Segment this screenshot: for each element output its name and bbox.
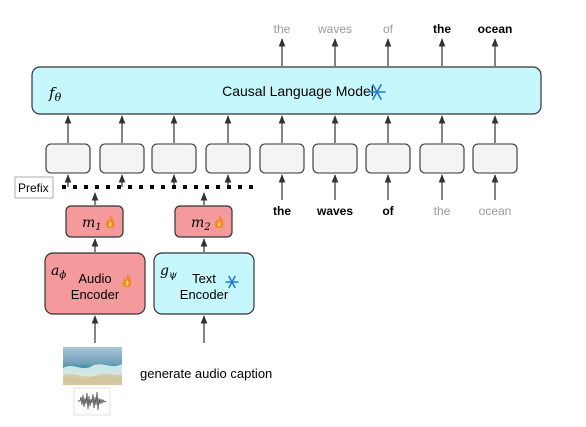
waveform-icon xyxy=(73,387,111,416)
output-arrows xyxy=(278,38,499,66)
token-box xyxy=(259,143,305,174)
output-word: ocean xyxy=(478,22,513,36)
ocean-picture xyxy=(63,347,122,385)
output-word: the xyxy=(433,22,451,36)
audio-encoder-line2: Encoder xyxy=(71,287,120,302)
causal-language-model: fθ Causal Language Model xyxy=(31,66,542,115)
mapper-m2-symbol: m2 xyxy=(191,215,211,233)
lm-box xyxy=(31,66,542,115)
output-words: the waves of the ocean xyxy=(274,22,513,36)
lm-label: Causal Language Model xyxy=(222,83,374,99)
token-box xyxy=(45,143,91,174)
prefix-box xyxy=(14,176,54,199)
mapper-m1: m1 xyxy=(65,205,124,238)
flame-icon xyxy=(214,215,224,229)
mapper-m1-symbol: m1 xyxy=(82,215,102,233)
input-word: the xyxy=(434,204,451,218)
lm-input-arrows xyxy=(64,115,499,143)
output-word: the xyxy=(274,22,291,36)
flame-icon xyxy=(105,215,115,229)
snowflake-icon xyxy=(225,275,239,289)
input-word: the xyxy=(273,204,291,218)
token-box xyxy=(151,143,197,174)
token-box xyxy=(312,143,358,174)
snowflake-icon xyxy=(368,84,386,100)
audio-encoder-symbol: aϕ xyxy=(51,263,66,281)
input-word: ocean xyxy=(479,204,512,218)
text-encoder-symbol: gψ xyxy=(160,263,177,281)
audio-encoder-line1: Audio xyxy=(78,271,111,286)
prefix-section: Prefix xyxy=(14,176,258,199)
text-encoder-box xyxy=(153,252,255,315)
audio-encoder-box xyxy=(44,252,146,315)
output-word: waves xyxy=(317,22,352,36)
text-encoder-line1: Text xyxy=(192,271,216,286)
output-word: of xyxy=(383,22,394,36)
mapper-m2-box xyxy=(174,205,233,238)
token-box xyxy=(472,143,518,174)
input-word: waves xyxy=(316,204,353,218)
token-box xyxy=(99,143,145,174)
token-box xyxy=(365,143,411,174)
input-words: the waves of the ocean xyxy=(273,174,512,218)
prompt-text: generate audio caption xyxy=(140,366,272,381)
text-encoder-line2: Encoder xyxy=(180,287,229,302)
mapper-m2: m2 xyxy=(174,205,233,238)
prefix-label: Prefix xyxy=(18,181,49,195)
mapper-m1-box xyxy=(65,205,124,238)
flame-icon xyxy=(122,274,132,288)
audio-encoder: aϕ Audio Encoder xyxy=(44,252,146,315)
text-encoder: gψ Text Encoder xyxy=(153,252,255,315)
lm-symbol: fθ xyxy=(48,84,62,104)
token-box xyxy=(419,143,465,174)
input-word: of xyxy=(382,204,394,218)
token-box xyxy=(205,143,251,174)
token-boxes xyxy=(45,143,518,187)
